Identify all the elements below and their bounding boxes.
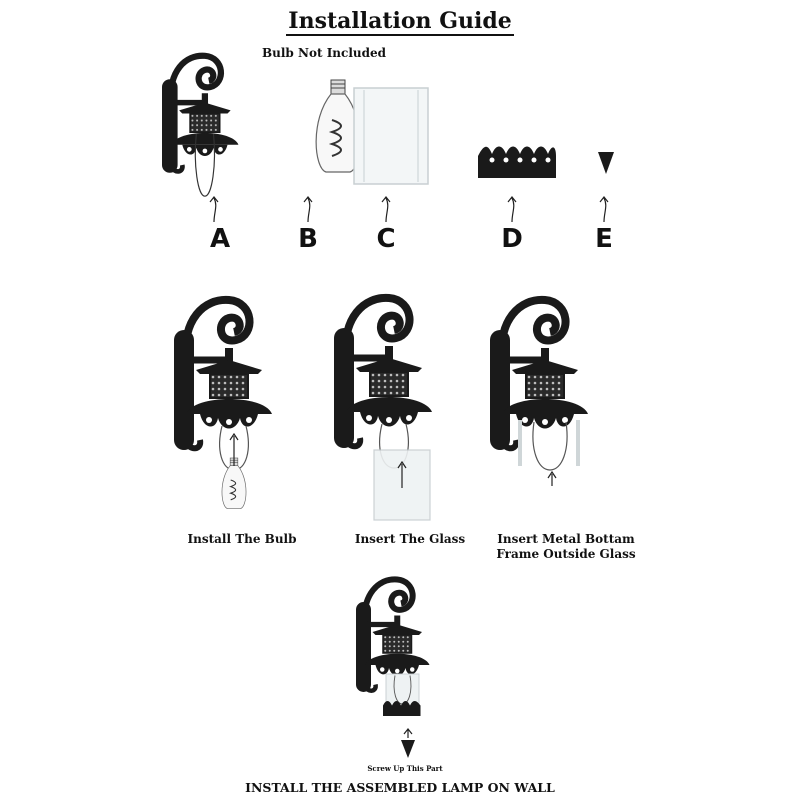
bulb-not-included-note: Bulb Not Included <box>262 46 387 60</box>
arrow-d <box>507 196 517 223</box>
arrow-e <box>599 196 609 223</box>
final-assembled-lamp-illustration <box>356 572 446 716</box>
finial-screw-icon <box>598 152 614 174</box>
part-label-c: C <box>376 224 396 254</box>
page-title: Installation Guide <box>286 8 514 36</box>
lamp-body-icon <box>162 48 262 197</box>
step-install-bulb-illustration <box>174 290 294 510</box>
part-label-b: B <box>298 224 318 254</box>
step-insert-frame-illustration <box>490 290 610 486</box>
part-label-a: A <box>209 224 231 254</box>
step-caption-install-bulb: Install The Bulb <box>187 532 297 546</box>
part-label-e: E <box>595 224 613 254</box>
screw-finial-final-icon <box>401 728 415 758</box>
step-caption-insert-glass: Insert The Glass <box>354 532 466 546</box>
arrow-a <box>209 196 219 223</box>
step-insert-glass-illustration <box>334 288 464 521</box>
part-label-d: D <box>501 224 523 254</box>
footer-instruction: INSTALL THE ASSEMBLED LAMP ON WALL <box>245 780 555 795</box>
glass-cylinder-icon <box>353 87 429 185</box>
screw-up-note: Screw Up This Part <box>367 764 443 773</box>
arrow-c <box>381 196 391 223</box>
step-caption-insert-frame: Insert Metal Bottam Frame Outside Glass <box>496 532 636 561</box>
metal-bottom-frame-icon <box>478 146 556 178</box>
arrow-b <box>303 196 313 223</box>
